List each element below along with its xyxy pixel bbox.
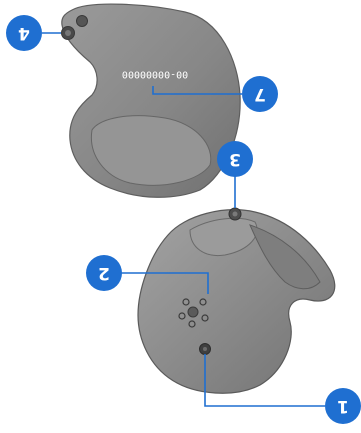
center-hole [188, 307, 198, 317]
top-port-a-inner [65, 30, 71, 36]
port-3-inner [233, 212, 238, 217]
serial-label: 00-00000000 [122, 69, 188, 80]
callout-7: 7 [242, 76, 278, 112]
port-1-inner [203, 347, 207, 351]
callout-label: 4 [18, 23, 30, 43]
top-port-b [77, 16, 88, 27]
callout-4: 4 [6, 15, 42, 51]
callout-2: 2 [86, 255, 122, 291]
callout-label: 7 [254, 84, 266, 104]
top-earpiece: 00-00000000 [62, 4, 241, 197]
bottom-earpiece [138, 208, 335, 393]
callout-label: 1 [337, 396, 349, 416]
callout-1: 1 [325, 388, 361, 424]
callout-label: 3 [229, 149, 241, 169]
callout-label: 2 [98, 263, 110, 283]
callout-3: 3 [217, 141, 253, 177]
